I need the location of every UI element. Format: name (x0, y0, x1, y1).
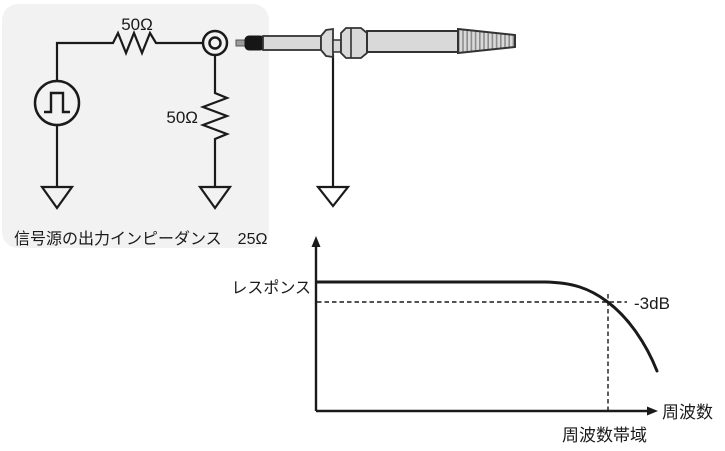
shunt-resistor (199, 55, 231, 187)
shunt-resistor-label: 50Ω (166, 108, 198, 127)
probe-tip-sleeve (244, 35, 265, 51)
pulse-waveform-icon (44, 91, 70, 114)
circuit (39, 30, 233, 210)
ground-symbol-probe (315, 185, 351, 208)
ground-symbol-shunt (197, 185, 233, 210)
probe-barrel (262, 35, 322, 51)
probe-flange (320, 27, 334, 59)
probe-grip (340, 27, 368, 59)
source-impedance-caption: 信号源の出力インピーダンス 25Ω (14, 230, 267, 248)
oscilloscope-probe (235, 27, 516, 208)
bnc-connector (201, 29, 229, 57)
probe-body (366, 30, 459, 53)
ground-symbol-source (39, 185, 75, 210)
probe-neck (332, 39, 342, 53)
frequency-axis-label: 周波数 (662, 403, 713, 422)
bandwidth-label: 周波数帯域 (562, 426, 647, 445)
y-axis-arrow-icon (311, 236, 321, 247)
probe-strain-relief (457, 27, 516, 55)
frequency-response-graph (311, 236, 659, 416)
minus3db-label: -3dB (634, 294, 670, 313)
series-resistor-label: 50Ω (121, 15, 153, 34)
response-curve (315, 280, 659, 373)
response-axis-label: レスポンス (231, 279, 311, 297)
x-axis-arrow-icon (647, 406, 658, 416)
pulse-generator (33, 79, 81, 127)
signal-source-box (2, 4, 269, 248)
series-resistor (55, 30, 203, 81)
